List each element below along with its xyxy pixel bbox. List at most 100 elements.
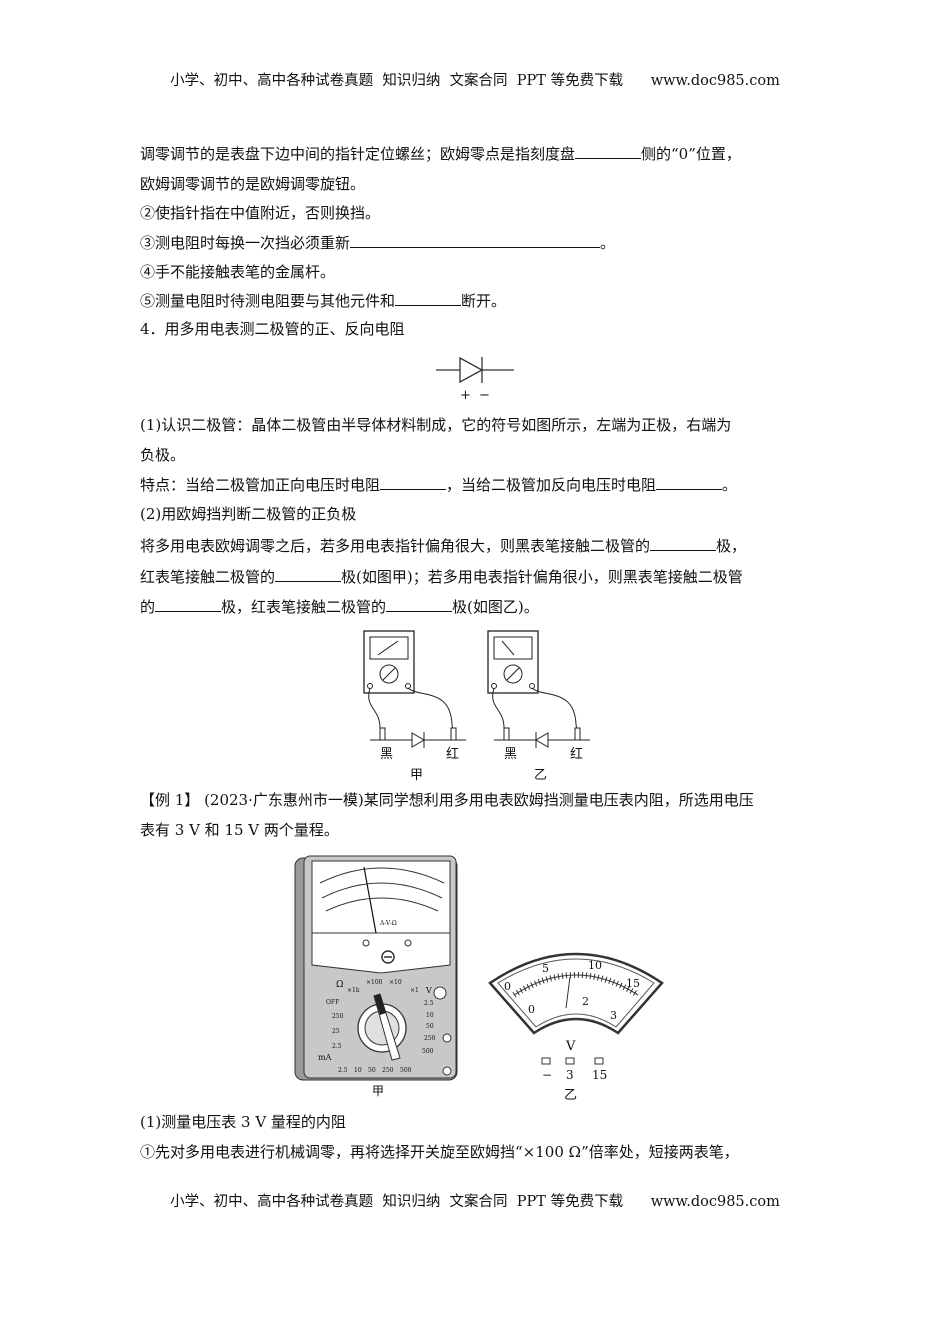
unit-label: V <box>565 1039 576 1054</box>
terminal-label: − <box>542 1068 552 1082</box>
text-line: 负极。 <box>140 445 185 465</box>
text-segment: 断开。 <box>461 292 507 310</box>
voltmeter-caption: 乙 <box>564 1088 578 1103</box>
text-line: ①先对多用电表进行机械调零，再将选择开关旋至欧姆挡“×100 Ω”倍率处，短接两… <box>140 1142 739 1162</box>
top-scale-tick: 0 <box>504 980 511 993</box>
ohm-label: Ω <box>336 980 343 990</box>
v-dc-tick: 250 <box>424 1035 436 1042</box>
range-x100: ×100 <box>366 979 383 986</box>
multimeter-b: 黑 红 乙 <box>487 630 590 783</box>
text-segment: ④手不能接触表笔的金属杆。 <box>140 263 336 281</box>
text-segment: 极， <box>716 537 747 555</box>
range-x10: ×10 <box>389 979 402 986</box>
black-probe-label: 黑 <box>380 747 393 762</box>
text-line: (1)认识二极管：晶体二极管由半导体材料制成，它的符号如图所示，左端为正极，右端… <box>140 415 731 435</box>
v-dc-tick: 50 <box>426 1023 434 1030</box>
top-scale-tick: 10 <box>588 959 602 972</box>
v-dc-tick: 2.5 <box>424 1000 434 1007</box>
text-segment: 4．用多用电表测二极管的正、反向电阻 <box>140 320 405 338</box>
text-segment: 。 <box>600 234 616 252</box>
v-ac-tick: 250 <box>382 1067 394 1074</box>
top-scale-tick: 15 <box>626 977 640 990</box>
text-segment: 。 <box>722 476 738 494</box>
plus-sign: + <box>460 388 471 402</box>
text-segment: 极，红表笔接触二极管的 <box>221 598 387 616</box>
text-segment: 极(如图甲)；若多用电表指针偏角很小，则黑表笔接触二极管 <box>341 568 743 586</box>
answer-blank <box>275 566 342 582</box>
minus-sign: − <box>479 388 490 402</box>
text-line: (2)用欧姆挡判断二极管的正负极 <box>140 504 356 524</box>
text-segment: 的 <box>140 598 156 616</box>
off-label: OFF <box>326 999 339 1006</box>
text-segment: 调零调节的是表盘下边中间的指针定位螺丝；欧姆零点是指刻度盘 <box>140 145 576 163</box>
text-line: 【例 1】 (2023·广东惠州市一模)某同学想利用多用电表欧姆挡测量电压表内阻… <box>140 790 754 810</box>
multimeter-a: 黑 红 甲 <box>363 630 466 783</box>
caption: 甲 <box>372 1084 384 1098</box>
answer-blank <box>575 143 642 159</box>
text-segment: 红表笔接触二极管的 <box>140 568 276 586</box>
text-line: 4．用多用电表测二极管的正、反向电阻 <box>140 319 405 339</box>
text-segment: (1)测量电压表 3 V 量程的内阻 <box>140 1113 346 1131</box>
page-footer: 小学、初中、高中各种试卷真题 知识归纳 文案合同 PPT 等免费下载 www.d… <box>170 1194 780 1210</box>
diode-test-figure: 黑 红 甲 黑 红 乙 <box>363 630 590 783</box>
text-segment: ⑤测量电阻时待测电阻要与其他元件和 <box>140 292 396 310</box>
text-line: ③测电阻时每换一次挡必须重新 。 <box>140 232 615 253</box>
v-dc-tick: 500 <box>422 1048 434 1055</box>
text-segment: 负极。 <box>140 446 186 464</box>
text-line: ⑤测量电阻时待测电阻要与其他元件和 断开。 <box>140 290 506 311</box>
answer-blank <box>395 290 462 306</box>
v-label: V <box>425 986 432 995</box>
answer-blank <box>350 232 601 248</box>
text-segment: 特点：当给二极管加正向电压时电阻 <box>140 476 381 494</box>
text-segment: ，当给二极管加反向电压时电阻 <box>446 476 657 494</box>
text-segment: 表有 3 V 和 15 V 两个量程。 <box>140 821 339 839</box>
text-line: 特点：当给二极管加正向电压时电阻 ，当给二极管加反向电压时电阻 。 <box>140 474 737 495</box>
bottom-scale-tick: 2 <box>582 995 589 1008</box>
text-segment: 将多用电表欧姆调零之后，若多用电表指针偏角很大，则黑表笔接触二极管的 <box>140 537 651 555</box>
text-segment: ②使指针指在中值附近，否则换挡。 <box>140 204 381 222</box>
v-ac-tick: 500 <box>400 1067 412 1074</box>
range-x1: ×1 <box>410 987 419 994</box>
text-segment: 【例 1】 (2023·广东惠州市一模)某同学想利用多用电表欧姆挡测量电压表内阻… <box>140 791 754 809</box>
text-segment: (2)用欧姆挡判断二极管的正负极 <box>140 505 357 523</box>
v-ac-tick: 10 <box>354 1067 362 1074</box>
answer-blank <box>650 535 717 551</box>
text-line: ②使指针指在中值附近，否则换挡。 <box>140 203 380 223</box>
red-probe-label: 红 <box>446 746 459 762</box>
bottom-scale-tick: 3 <box>610 1009 617 1022</box>
terminal-label: 3 <box>566 1068 574 1082</box>
text-line: (1)测量电压表 3 V 量程的内阻 <box>140 1112 346 1132</box>
text-line: 表有 3 V 和 15 V 两个量程。 <box>140 820 339 840</box>
text-line: 的 极，红表笔接触二极管的 极(如图乙)。 <box>140 596 539 617</box>
terminal-label: 15 <box>592 1068 607 1082</box>
ma-label: mA <box>318 1053 332 1062</box>
v-ac-tick: 50 <box>368 1067 376 1074</box>
text-segment: 极(如图乙)。 <box>452 598 539 616</box>
ma-tick: 25 <box>332 1028 340 1035</box>
ma-tick: 250 <box>332 1013 344 1020</box>
text-line: 红表笔接触二极管的 极(如图甲)；若多用电表指针偏角很小，则黑表笔接触二极管 <box>140 566 743 587</box>
range-x1k: ×1k <box>347 987 360 994</box>
text-segment: ③测电阻时每换一次挡必须重新 <box>140 234 351 252</box>
text-line: 将多用电表欧姆调零之后，若多用电表指针偏角很大，则黑表笔接触二极管的 极， <box>140 535 746 556</box>
text-line: 调零调节的是表盘下边中间的指针定位螺丝；欧姆零点是指刻度盘 侧的“0”位置， <box>140 143 741 164</box>
text-segment: 侧的“0”位置， <box>641 145 741 163</box>
black-probe-label: 黑 <box>504 747 517 762</box>
v-dc-tick: 10 <box>426 1012 434 1019</box>
page-header: 小学、初中、高中各种试卷真题 知识归纳 文案合同 PPT 等免费下载 www.d… <box>170 73 780 89</box>
text-line: 欧姆调零调节的是欧姆调零旋钮。 <box>140 174 365 194</box>
answer-blank <box>380 474 447 490</box>
v-ac-tick: 2.5 <box>338 1067 348 1074</box>
answer-blank <box>386 596 453 612</box>
red-probe-label: 红 <box>570 746 583 762</box>
diode-symbol: + − <box>436 356 514 402</box>
answer-blank <box>656 474 723 490</box>
multimeter-figure: A-V-Ω Ω ×1k ×100 ×10 ×1 OFF 250 25 2.5 m… <box>294 855 458 1098</box>
caption-b: 乙 <box>534 768 547 783</box>
text-segment: ①先对多用电表进行机械调零，再将选择开关旋至欧姆挡“×100 Ω”倍率处，短接两… <box>140 1143 739 1161</box>
text-line: ④手不能接触表笔的金属杆。 <box>140 262 335 282</box>
caption-a: 甲 <box>410 768 423 783</box>
voltmeter-figure: 0 5 10 15 0 2 3 V − 3 15 <box>488 952 664 1082</box>
answer-blank <box>155 596 222 612</box>
bottom-scale-tick: 0 <box>528 1003 535 1016</box>
